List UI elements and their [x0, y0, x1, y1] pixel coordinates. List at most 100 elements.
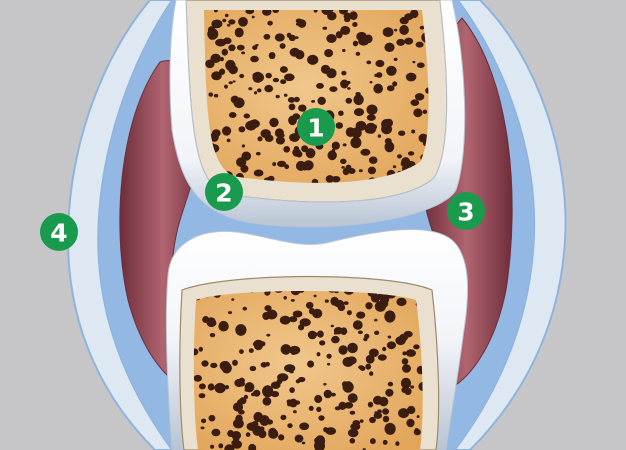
- bone-pore: [222, 126, 231, 135]
- bone-pore: [323, 383, 326, 386]
- bone-pore: [385, 119, 393, 127]
- bone-pore: [232, 360, 238, 366]
- bone-pore: [239, 381, 245, 387]
- bone-pore: [307, 55, 318, 65]
- bone-pore: [194, 375, 202, 382]
- bone-pore: [396, 298, 406, 306]
- bone-pore: [309, 406, 314, 411]
- bone-pore: [211, 429, 220, 437]
- bone-pore: [284, 296, 287, 300]
- bone-pore: [401, 378, 411, 389]
- bone-pore: [350, 438, 356, 444]
- bone-pore: [356, 52, 361, 56]
- bone-pore: [250, 56, 259, 63]
- bone-pore: [223, 38, 232, 45]
- bone-pore: [294, 146, 299, 151]
- bone-pore: [388, 382, 393, 387]
- bone-pore: [210, 363, 217, 368]
- bone-pore: [415, 93, 424, 100]
- bone-pore: [386, 66, 397, 76]
- bone-pore: [348, 168, 356, 174]
- bone-pore: [378, 354, 387, 360]
- bone-pore: [280, 316, 291, 325]
- bone-pore: [326, 34, 336, 43]
- bone-pore: [348, 393, 358, 403]
- bone-pore: [406, 419, 414, 428]
- bone-pore: [411, 130, 415, 134]
- bone-pore: [395, 441, 399, 446]
- bone-pore: [253, 73, 257, 77]
- bone-pore: [353, 320, 363, 330]
- bone-pore: [394, 58, 398, 61]
- bone-pore: [308, 331, 317, 340]
- bone-pore: [369, 157, 378, 164]
- bone-pore: [341, 166, 345, 169]
- bone-pore: [374, 319, 377, 322]
- bone-pore: [331, 393, 336, 397]
- bone-pore: [376, 72, 382, 78]
- bone-pore: [293, 410, 297, 413]
- bone-pore: [402, 358, 409, 365]
- bone-pore: [323, 427, 328, 432]
- bone-pore: [207, 319, 217, 327]
- bone-pore: [253, 342, 258, 346]
- bone-pore: [401, 160, 409, 167]
- bone-pore: [228, 311, 232, 314]
- bone-pore: [229, 112, 237, 118]
- bone-pore: [210, 333, 215, 337]
- bone-pore: [340, 159, 346, 164]
- bone-pore: [289, 104, 296, 111]
- bone-pore: [240, 165, 248, 173]
- bone-pore: [373, 84, 383, 94]
- bone-pore: [257, 88, 262, 92]
- bone-pore: [266, 73, 272, 79]
- bone-pore: [199, 347, 203, 352]
- bone-pore: [347, 356, 357, 364]
- bone-pore: [227, 24, 231, 27]
- bone-pore: [258, 136, 263, 141]
- marker-4: 4: [40, 213, 78, 251]
- bone-pore: [344, 301, 349, 305]
- bone-pore: [280, 79, 286, 84]
- bone-pore: [416, 42, 424, 48]
- bone-pore: [411, 99, 420, 106]
- bone-pore: [375, 301, 386, 312]
- bone-pore: [370, 81, 373, 83]
- bone-pore: [359, 169, 363, 172]
- bone-pore: [248, 123, 254, 127]
- bone-pore: [262, 312, 270, 320]
- bone-pore: [224, 85, 228, 89]
- bone-pore: [275, 128, 284, 137]
- bone-pore: [227, 430, 234, 437]
- bone-pore: [265, 362, 270, 367]
- bone-pore: [368, 167, 376, 175]
- bone-pore: [385, 389, 393, 397]
- bone-pore: [406, 73, 417, 82]
- bone-pore: [314, 438, 320, 444]
- bone-pore: [212, 25, 215, 28]
- marker-1: 1: [297, 108, 335, 146]
- bone-pore: [414, 428, 419, 433]
- bone-pore: [222, 49, 228, 56]
- bone-pore: [404, 13, 413, 20]
- bone-pore: [209, 92, 214, 96]
- bone-pore: [307, 361, 314, 368]
- bone-pore: [250, 366, 257, 371]
- bone-pore: [423, 110, 428, 114]
- bone-pore: [328, 150, 337, 160]
- bone-pore: [296, 379, 301, 383]
- bone-pore: [383, 440, 388, 445]
- bone-pore: [327, 363, 330, 366]
- bone-pore: [302, 442, 306, 445]
- bone-pore: [365, 364, 371, 370]
- bone-pore: [332, 142, 340, 150]
- bone-pore: [220, 361, 230, 371]
- bone-pore: [323, 27, 328, 30]
- bone-pore: [199, 383, 206, 389]
- bone-pore: [355, 92, 360, 96]
- bone-pore: [354, 108, 364, 116]
- bone-pore: [360, 149, 370, 156]
- bone-pore: [382, 347, 386, 351]
- bone-pore: [383, 27, 394, 37]
- bone-pore: [288, 97, 295, 103]
